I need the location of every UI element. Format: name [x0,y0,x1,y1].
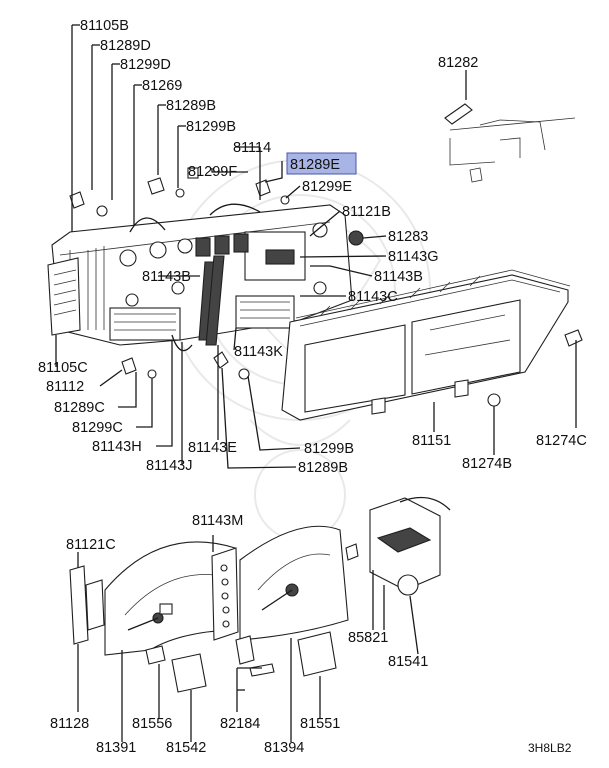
meter-case-rear-assembly [47,203,353,352]
meter-case-front [281,269,583,421]
label-81391[interactable]: 81391 [96,740,136,756]
label-81299D[interactable]: 81299D [120,57,171,73]
label-81143C[interactable]: 81143C [348,289,398,305]
part-85821-sensor-assembly [345,496,451,596]
label-81394[interactable]: 81394 [264,740,304,756]
label-81105C[interactable]: 81105C [38,360,88,376]
label-81269[interactable]: 81269 [142,78,182,94]
label-81274C[interactable]: 81274C [536,433,587,449]
label-81299B-top[interactable]: 81299B [186,119,236,135]
label-81274B[interactable]: 81274B [462,456,512,472]
label-81289C[interactable]: 81289C [54,400,105,416]
label-81121B[interactable]: 81121B [342,204,391,220]
label-81143K[interactable]: 81143K [234,344,283,360]
speedometer-face [104,541,236,656]
label-81143J[interactable]: 81143J [146,458,193,474]
label-81289B-bottom[interactable]: 81289B [298,460,348,476]
label-81105B[interactable]: 81105B [80,18,129,34]
label-81143E[interactable]: 81143E [188,440,237,456]
label-81143B-right[interactable]: 81143B [374,269,423,285]
bottom-components [145,631,337,693]
label-81143H[interactable]: 81143H [92,439,142,455]
left-bracket-81121C [69,565,105,645]
part-81282-bracket [444,103,576,183]
diagram-code: 3H8LB2 [528,741,572,755]
label-81299F[interactable]: 81299F [188,164,237,180]
label-81151[interactable]: 81151 [412,433,451,449]
label-81299B-bottom[interactable]: 81299B [304,441,354,457]
label-82184[interactable]: 82184 [220,716,260,732]
label-81114[interactable]: 81114 [233,140,271,156]
label-85821[interactable]: 85821 [348,630,388,646]
label-81551[interactable]: 81551 [300,716,340,732]
label-81542[interactable]: 81542 [166,740,206,756]
label-81289D[interactable]: 81289D [100,38,151,54]
label-81283[interactable]: 81283 [388,229,428,245]
indicator-strip [211,547,239,641]
label-81143G[interactable]: 81143G [388,249,439,265]
label-81289B-top[interactable]: 81289B [166,98,216,114]
label-81121C[interactable]: 81121C [66,537,116,553]
label-81128[interactable]: 81128 [50,716,89,732]
part-labels: 81105B 81289D 81299D 81269 81289B 81299B… [38,18,587,756]
label-81541[interactable]: 81541 [388,654,428,670]
label-81143B-left[interactable]: 81143B [142,269,191,285]
tachometer-face [239,525,349,641]
label-81556[interactable]: 81556 [132,716,172,732]
label-81282[interactable]: 81282 [438,55,478,71]
label-81299E[interactable]: 81299E [302,179,352,195]
label-81143M[interactable]: 81143M [192,513,243,529]
leader-lines [55,24,577,742]
highlight-box-81289E [286,152,357,175]
label-81112[interactable]: 81112 [46,379,84,395]
label-81299C[interactable]: 81299C [72,420,123,436]
label-81289E[interactable]: 81289E [290,157,340,173]
